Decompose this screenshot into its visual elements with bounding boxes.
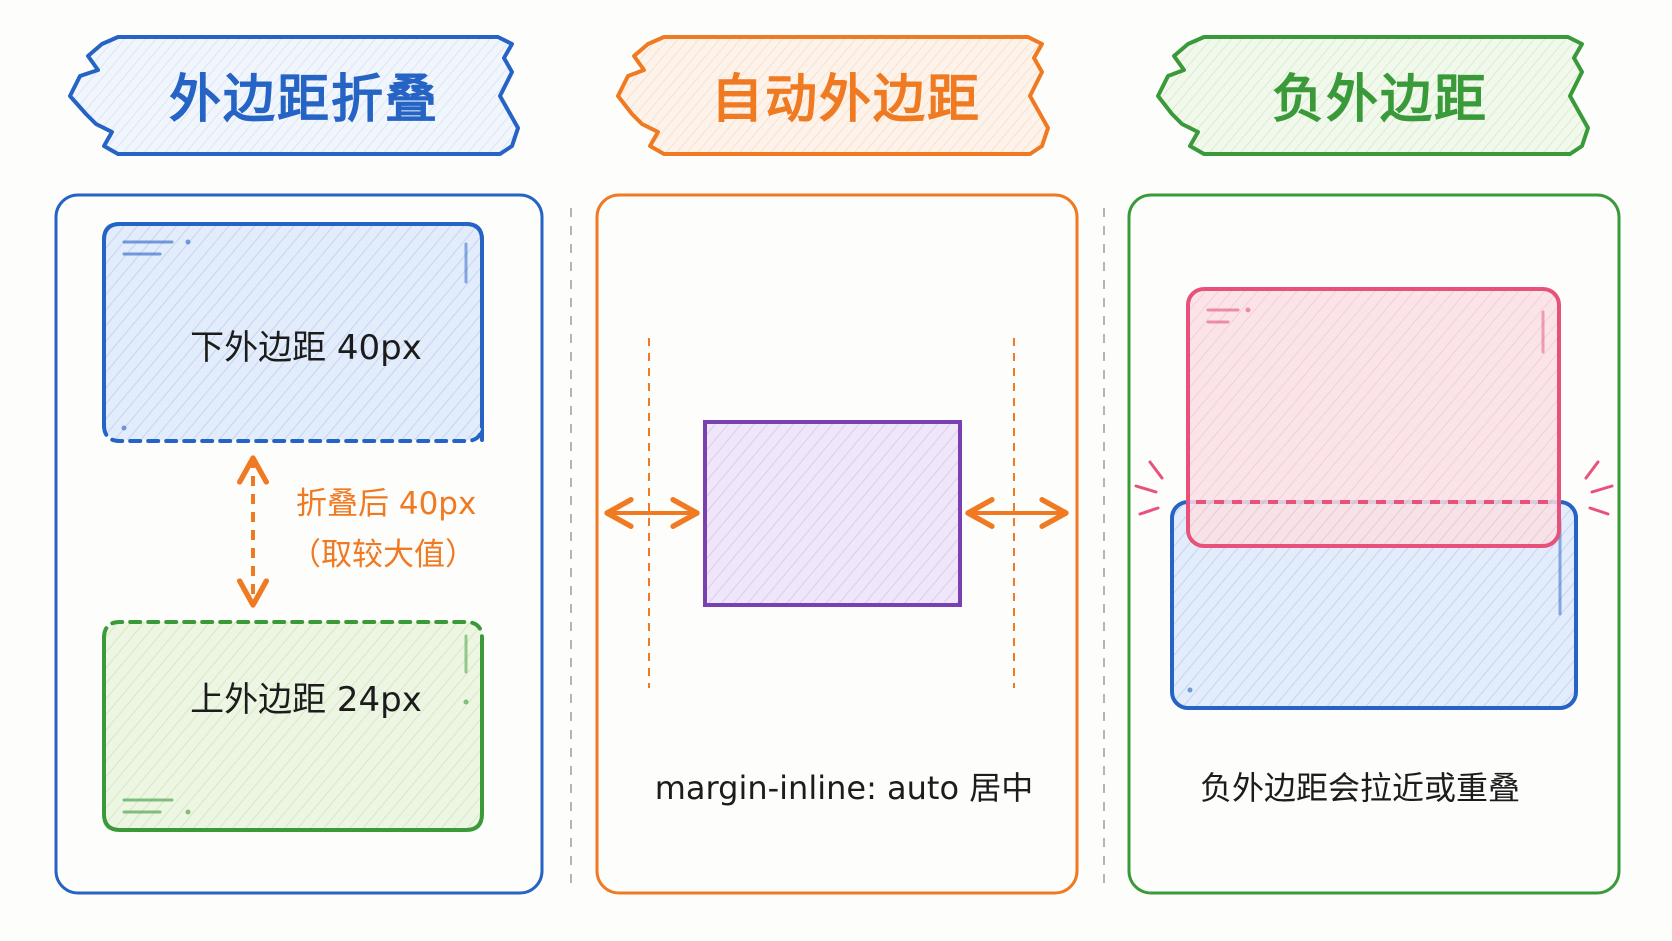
auto-margin-caption: margin-inline: auto 居中	[654, 769, 1034, 807]
panel-title-auto: 自动外边距	[710, 70, 982, 130]
panel-collapse-frame	[54, 193, 544, 895]
banner-auto	[616, 35, 1050, 156]
panel-title-negative: 负外边距	[1271, 70, 1489, 130]
overlap-spark-left-icon	[1134, 460, 1164, 516]
overlap-spark-right-icon	[1584, 460, 1614, 516]
collapse-result-note: 折叠后 40px	[296, 486, 477, 522]
blue-lower-box	[1170, 500, 1578, 710]
panel-auto-frame	[595, 193, 1079, 895]
box-bottom-margin-label: 下外边距 40px	[190, 328, 422, 368]
banner-negative	[1156, 35, 1590, 156]
box-bottom-margin	[102, 222, 484, 443]
collapse-rule-note: （取较大值）	[290, 537, 476, 573]
box-top-margin-label: 上外边距 24px	[190, 680, 422, 720]
banner-collapse	[68, 35, 520, 156]
centered-box	[703, 420, 962, 607]
panel-title-collapse: 外边距折叠	[168, 70, 440, 130]
pink-upper-box	[1186, 287, 1561, 548]
panel-negative-frame	[1127, 193, 1621, 895]
negative-margin-caption: 负外边距会拉近或重叠	[1199, 769, 1521, 807]
box-top-margin	[102, 620, 484, 832]
